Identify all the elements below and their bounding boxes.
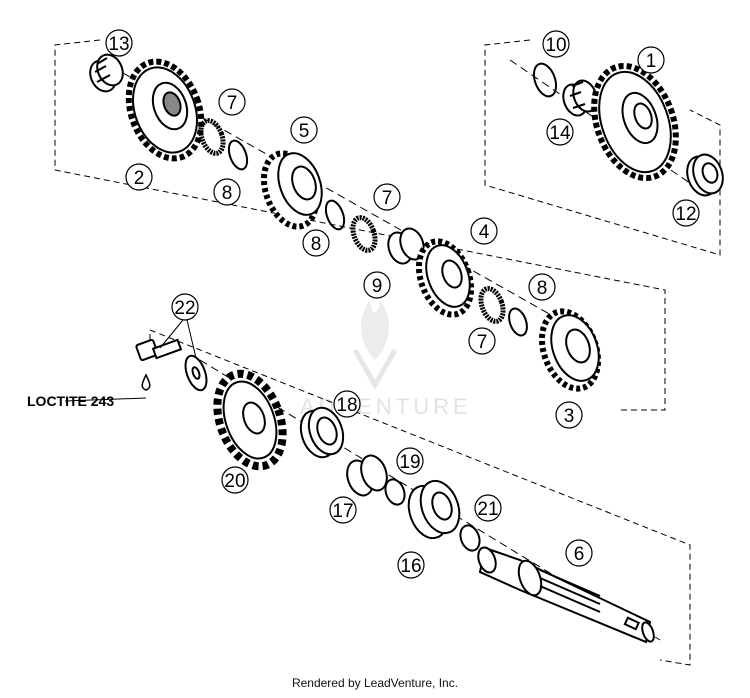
part-4-gear xyxy=(415,238,475,318)
callout-19: 19 xyxy=(396,447,424,475)
leader-lines xyxy=(64,319,197,402)
callout-17: 17 xyxy=(329,496,357,524)
callout-10: 10 xyxy=(542,30,570,58)
part-16-ball-bearing xyxy=(407,479,461,540)
callout-20: 20 xyxy=(221,466,249,494)
callout-12: 12 xyxy=(672,199,700,227)
svg-text:21: 21 xyxy=(477,499,498,520)
svg-text:8: 8 xyxy=(537,278,548,299)
part-3-gear xyxy=(538,308,602,392)
svg-text:10: 10 xyxy=(545,35,566,56)
upper-shaft-frame xyxy=(54,39,666,411)
callout-7-b: 7 xyxy=(373,183,401,211)
svg-text:7: 7 xyxy=(382,188,393,209)
svg-text:8: 8 xyxy=(222,183,233,204)
callout-22: 22 xyxy=(171,293,199,321)
callout-8-a: 8 xyxy=(213,178,241,206)
svg-text:3: 3 xyxy=(564,406,575,427)
callout-5: 5 xyxy=(290,116,318,144)
svg-text:13: 13 xyxy=(108,34,129,55)
part-7-thrust-washer-c xyxy=(478,286,506,324)
part-19-o-ring xyxy=(384,478,406,506)
part-21-o-ring xyxy=(459,524,481,552)
svg-text:19: 19 xyxy=(399,452,420,473)
part-10-shim xyxy=(532,62,558,98)
svg-text:20: 20 xyxy=(224,471,245,492)
callout-13: 13 xyxy=(105,29,133,57)
svg-text:16: 16 xyxy=(400,556,421,577)
callout-18: 18 xyxy=(333,390,361,418)
callout-8-c: 8 xyxy=(528,273,556,301)
lower-shaft-frame xyxy=(149,329,691,666)
callout-6: 6 xyxy=(565,539,593,567)
part-14-needle-bearing xyxy=(562,79,598,117)
part-8-circlip-a xyxy=(227,139,249,171)
part-7-thrust-washer-b xyxy=(350,215,378,253)
svg-text:18: 18 xyxy=(336,395,357,416)
loctite-note: LOCTITE 243 xyxy=(27,393,114,409)
callout-3: 3 xyxy=(555,401,583,429)
callout-2: 2 xyxy=(125,163,153,191)
svg-text:1: 1 xyxy=(646,51,657,72)
callout-14: 14 xyxy=(546,118,574,146)
callout-4: 4 xyxy=(470,217,498,245)
svg-text:9: 9 xyxy=(372,276,383,297)
svg-text:17: 17 xyxy=(332,501,353,522)
part-9-bushing xyxy=(387,227,425,265)
svg-text:12: 12 xyxy=(675,204,696,225)
part-2-gear xyxy=(125,58,205,162)
callout-7-c: 7 xyxy=(468,327,496,355)
flame-logo-icon xyxy=(352,300,398,391)
render-credit: Rendered by LeadVenture, Inc. xyxy=(291,676,459,690)
callout-8-b: 8 xyxy=(302,229,330,257)
svg-text:2: 2 xyxy=(134,168,145,189)
svg-text:22: 22 xyxy=(174,298,195,319)
svg-text:7: 7 xyxy=(227,93,238,114)
part-8-circlip-c xyxy=(508,307,528,337)
part-17-bushing xyxy=(346,454,388,497)
part-13-needle-bearing xyxy=(89,53,124,93)
svg-text:6: 6 xyxy=(574,544,585,565)
part-18-seal xyxy=(299,406,345,459)
callout-16: 16 xyxy=(397,551,425,579)
svg-text:7: 7 xyxy=(477,332,488,353)
part-8-circlip-b xyxy=(324,199,346,231)
svg-text:8: 8 xyxy=(311,234,322,255)
callouts: 13 2 7 8 5 8 7 9 4 8 7 3 10 1 14 12 22 1… xyxy=(105,29,700,579)
part-5-gear xyxy=(260,150,323,230)
svg-text:5: 5 xyxy=(299,121,310,142)
callout-21: 21 xyxy=(474,494,502,522)
loctite-drop-icon xyxy=(141,373,151,391)
watermark: ADVENTURE xyxy=(300,300,468,419)
part-6-shaft xyxy=(477,546,655,644)
svg-text:4: 4 xyxy=(479,222,490,243)
part-20-sprocket xyxy=(213,369,287,471)
callout-1: 1 xyxy=(637,46,665,74)
part-22-bolt-and-washer xyxy=(135,338,208,392)
svg-text:14: 14 xyxy=(549,123,571,144)
part-12-ball-bearing xyxy=(686,153,724,197)
callout-7-a: 7 xyxy=(218,88,246,116)
part-1-gear xyxy=(591,62,679,182)
part-7-thrust-washer-a xyxy=(198,118,226,156)
assembly-frames xyxy=(54,39,721,666)
callout-9: 9 xyxy=(363,271,391,299)
